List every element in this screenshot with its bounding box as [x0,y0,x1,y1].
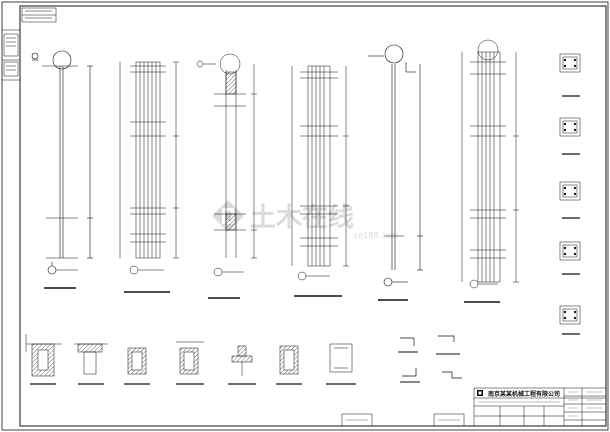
watermark-url: co188.com [354,231,398,240]
connection-details-row [25,334,356,385]
column-elevation-6 [461,39,519,303]
column-elevation-1 [31,50,93,289]
column-elevation-4 [291,65,349,297]
bottom-info-boxes [341,413,465,427]
column-elevation-3 [196,53,257,299]
column-elevation-5 [368,44,423,301]
title-block-fine-print [478,391,602,417]
approval-stamp-boxes [21,7,57,23]
rebar-shape-details [398,335,462,383]
left-binding-strip [2,29,20,81]
company-logo-icon [477,390,483,396]
drawing-frame [19,5,607,427]
section-details-right [559,53,581,335]
watermark-text: 土木在线 [250,203,354,233]
column-elevation-2 [119,61,179,293]
company-name: 南京某某机械工程有限公司 [488,390,560,398]
title-block [473,387,607,427]
